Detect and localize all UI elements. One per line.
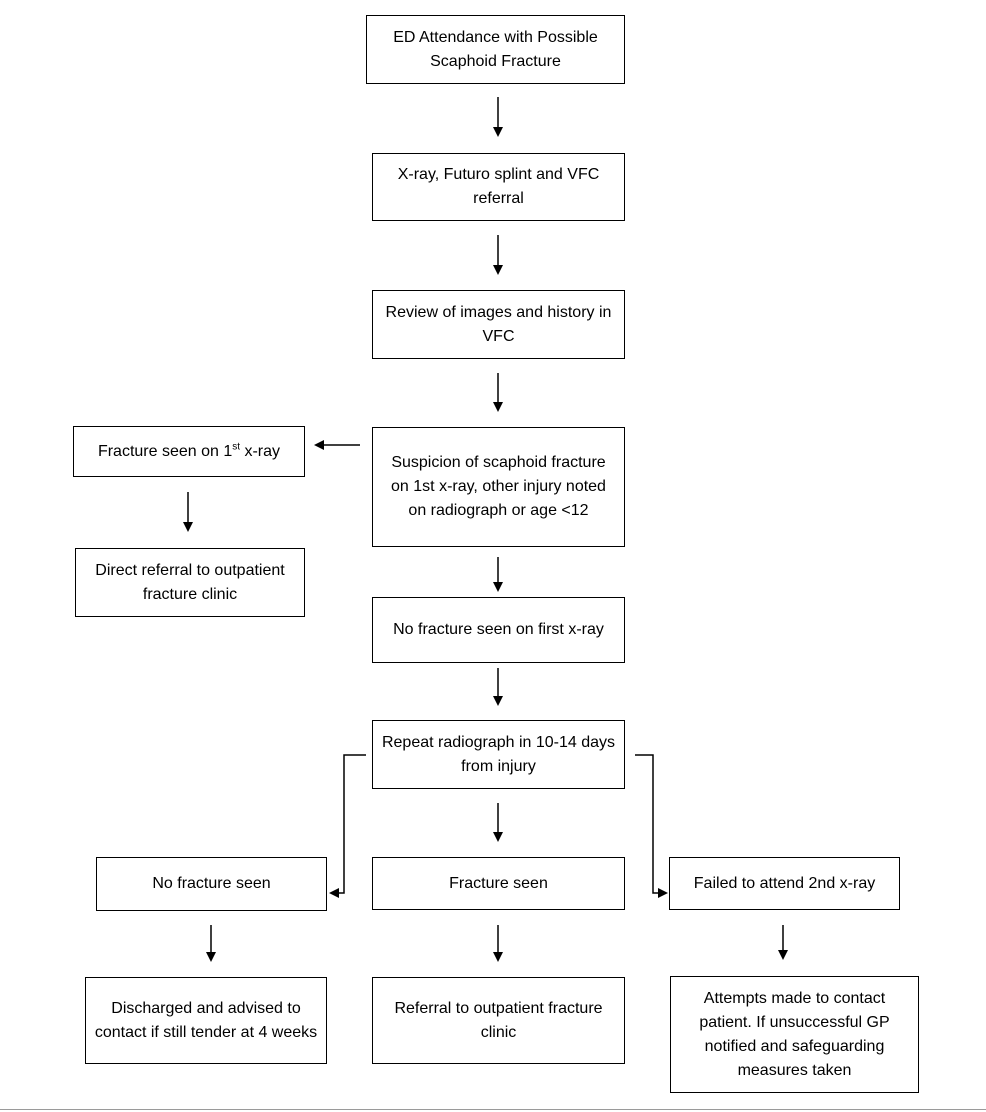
node-xray-splint-text: X-ray, Futuro splint and VFC referral	[397, 166, 600, 207]
node-failed-attend: Failed to attend 2nd x-ray	[669, 857, 900, 910]
node-direct-referral: Direct referral to outpatient fracture c…	[75, 548, 305, 617]
node-referral-outpatient: Referral to outpatient fracture clinic	[372, 977, 625, 1064]
node-review-images: Review of images and history in VFC	[372, 290, 625, 359]
node-fracture-seen-text: Fracture seen	[449, 874, 548, 892]
arrow-repeat-to-failed-attend	[635, 754, 668, 898]
node-discharged-text: Discharged and advised to contact if sti…	[94, 999, 318, 1041]
node-fracture-seen: Fracture seen	[372, 857, 625, 910]
node-discharged: Discharged and advised to contact if sti…	[85, 977, 327, 1064]
node-failed-attend-text: Failed to attend 2nd x-ray	[693, 874, 876, 892]
fracture-first-prefix: Fracture seen on 1	[97, 442, 233, 460]
node-repeat-radiograph-text: Repeat radiograph in 10-14 days from inj…	[381, 733, 616, 775]
node-no-fracture-seen: No fracture seen	[96, 857, 327, 911]
node-ed-attendance-text: ED Attendance with Possible Scaphoid Fra…	[393, 28, 598, 70]
node-fracture-first-xray-text: Fracture seen on 1st x-ray	[98, 440, 280, 464]
node-attempts-contact: Attempts made to contact patient. If uns…	[670, 976, 919, 1093]
node-attempts-contact-text: Attempts made to contact patient. If uns…	[699, 989, 890, 1079]
node-review-images-text: Review of images and history in VFC	[385, 303, 612, 345]
node-repeat-radiograph: Repeat radiograph in 10-14 days from inj…	[372, 720, 625, 789]
fracture-first-superscript: st	[232, 441, 241, 453]
node-no-fracture-first: No fracture seen on first x-ray	[372, 597, 625, 663]
bottom-divider	[0, 1109, 986, 1110]
node-no-fracture-first-text: No fracture seen on first x-ray	[393, 621, 604, 638]
node-suspicion: Suspicion of scaphoid fracture on 1st x-…	[372, 427, 625, 547]
node-no-fracture-seen-text: No fracture seen	[152, 875, 271, 892]
node-xray-splint: X-ray, Futuro splint and VFC referral	[372, 153, 625, 221]
fracture-first-suffix: x-ray	[240, 442, 281, 460]
node-referral-outpatient-text: Referral to outpatient fracture clinic	[394, 999, 603, 1041]
node-fracture-first-xray: Fracture seen on 1st x-ray	[73, 426, 305, 477]
node-ed-attendance: ED Attendance with Possible Scaphoid Fra…	[366, 15, 625, 84]
arrow-repeat-to-no-fracture-seen	[329, 754, 366, 898]
node-direct-referral-text: Direct referral to outpatient fracture c…	[95, 561, 285, 603]
node-suspicion-text: Suspicion of scaphoid fracture on 1st x-…	[391, 454, 606, 519]
